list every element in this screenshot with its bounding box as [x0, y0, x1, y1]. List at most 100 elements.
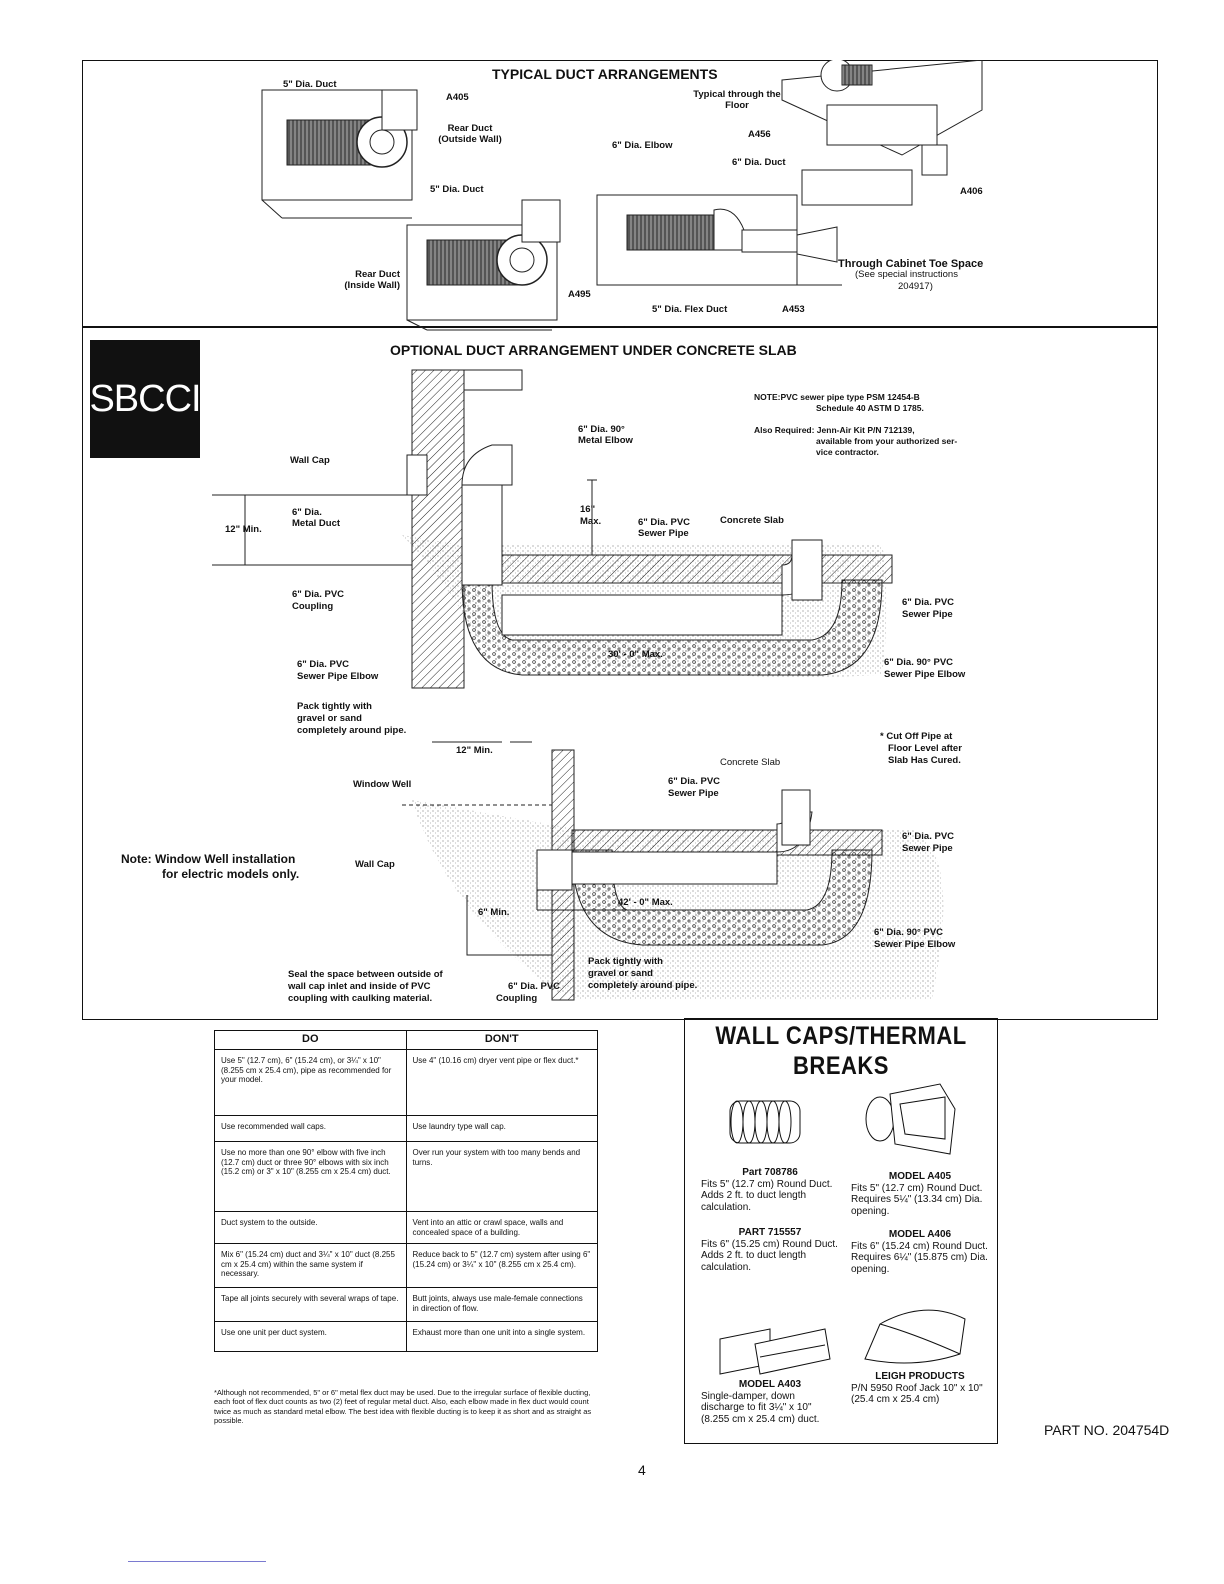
flex-duct-footnote: *Although not recommended, 5" or 6" meta… [214, 1388, 592, 1426]
table-row: Use recommended wall caps. Use laundry t… [214, 1115, 598, 1142]
wall-cap-name: MODEL A403 [738, 1379, 802, 1390]
sbcci-tab: SBCCI [89, 340, 202, 458]
well-window: Window Well [353, 779, 412, 790]
well-note-2: for electric models only. [162, 867, 300, 881]
thermal-break-5-icon [729, 1100, 801, 1144]
slab-wall-cap: Wall Cap [290, 455, 330, 466]
slab-max16-1: 16" [580, 504, 596, 515]
label-a453: A453 [782, 304, 805, 315]
table-row: Use no more than one 90° elbow with five… [214, 1141, 598, 1212]
well-coupling-2: Coupling [496, 993, 538, 1004]
wall-cap-name: PART 715557 [738, 1227, 802, 1238]
label-a456: A456 [748, 129, 771, 140]
wall-cap-desc: P/N 5950 Roof Jack 10" x 10" (25.4 cm x … [851, 1382, 983, 1406]
label-toe-space: Through Cabinet Toe Space [838, 258, 984, 270]
label-rear-inside: Rear Duct (Inside Wall) [344, 269, 400, 291]
wall-cap-a405-icon [865, 1083, 956, 1155]
slab-elbow-left-2: Sewer Pipe Elbow [297, 671, 379, 682]
range-rear-outside [261, 89, 418, 219]
label-toe-number: 204917) [898, 281, 933, 292]
slab-also-2: available from your authorized ser- [816, 436, 958, 446]
label-toe-instructions: (See special instructions [855, 269, 958, 280]
duct-diagrams [212, 60, 983, 1001]
wall-cap-item: MODEL A405 Fits 5" (12.7 cm) Round Duct.… [851, 1171, 989, 1217]
do-header: DO [214, 1030, 407, 1050]
label-rear-outside: Rear Duct (Outside Wall) [438, 123, 502, 145]
slab-metal-duct-1: 6" Dia. [292, 507, 322, 518]
wall-cap-desc: Fits 5" (12.7 cm) Round Duct. Requires 5… [851, 1182, 983, 1217]
range-toe-space [596, 194, 842, 286]
slab-cut-2: Floor Level after [888, 743, 962, 754]
wall-cap-item: PART 715557 Fits 6" (15.25 cm) Round Duc… [701, 1227, 839, 1273]
table-row: Tape all joints securely with several wr… [214, 1287, 598, 1323]
typical-title: TYPICAL DUCT ARRANGEMENTS [492, 66, 718, 82]
part-number: PART NO. 204754D [1044, 1422, 1170, 1438]
well-min6: 6" Min. [478, 907, 510, 918]
slab-pack-1: Pack tightly with [297, 701, 372, 712]
table-row: Mix 6" (15.24 cm) duct and 3¼" x 10" duc… [214, 1243, 598, 1289]
well-max42: 42' - 0" Max. [618, 897, 673, 908]
well-concrete: Concrete Slab [720, 757, 781, 768]
do-cell: Duct system to the outside. [214, 1210, 407, 1245]
slab-right-sewer-1: 6" Dia. PVC [902, 597, 955, 608]
slab-note-2: Schedule 40 ASTM D 1785. [816, 403, 924, 413]
slab-right-sewer-2: Sewer Pipe [902, 609, 953, 620]
wall-cap-desc: Fits 6" (15.24 cm) Round Duct. Requires … [851, 1240, 988, 1275]
well-right-sewer-1: 6" Dia. PVC [902, 831, 955, 842]
do-cell: Use recommended wall caps. [214, 1115, 407, 1142]
slab-coupling-2: Coupling [292, 601, 334, 612]
dont-cell: Use 4" (10.16 cm) dryer vent pipe or fle… [405, 1049, 598, 1116]
slab-pack-2: gravel or sand [297, 713, 362, 724]
table-row: Duct system to the outside. Vent into an… [214, 1210, 598, 1245]
slab-elbow90-2: Metal Elbow [578, 435, 633, 446]
diagram-frame [82, 60, 1158, 1020]
well-wall-cap: Wall Cap [355, 859, 395, 870]
well-sewer-1: 6" Dia. PVC [668, 776, 721, 787]
slab-elbow-left-1: 6" Dia. PVC [297, 659, 350, 670]
label-duct6: 6" Dia. Duct [732, 157, 786, 168]
wall-cap-name: MODEL A405 [888, 1171, 952, 1182]
wall-cap-desc: Fits 6" (15.25 cm) Round Duct. Adds 2 ft… [701, 1238, 838, 1273]
wall-cap-item: MODEL A403 Single-damper, down discharge… [701, 1379, 839, 1425]
dont-cell: Exhaust more than one unit into a single… [405, 1321, 598, 1353]
dont-cell: Reduce back to 5" (12.7 cm) system after… [405, 1243, 598, 1289]
range-through-floor [781, 60, 983, 206]
well-elbow-1: 6" Dia. 90° PVC [874, 927, 944, 938]
do-dont-header-row: DO DON'T [214, 1030, 598, 1050]
wall-cap-name: Part 708786 [742, 1167, 798, 1178]
wall-cap-name: MODEL A406 [888, 1229, 952, 1240]
well-elbow-2: Sewer Pipe Elbow [874, 939, 956, 950]
range-rear-inside [406, 199, 561, 331]
slab-cut-3: Slab Has Cured. [888, 755, 961, 766]
wall-cap-a403-icon [719, 1328, 831, 1375]
bottom-rule [128, 1561, 266, 1562]
well-note-1: Note: Window Well installation [121, 852, 296, 866]
wall-cap-item: MODEL A406 Fits 6" (15.24 cm) Round Duct… [851, 1229, 989, 1275]
do-cell: Use one unit per duct system. [214, 1321, 407, 1353]
slab-max30: 30' - 0" Max. [608, 649, 663, 660]
wall-cap-item: Part 708786 Fits 5" (12.7 cm) Round Duct… [701, 1167, 839, 1213]
label-duct5-a: 5" Dia. Duct [283, 79, 337, 90]
roof-jack-icon [864, 1309, 966, 1364]
well-pack-1: Pack tightly with [588, 956, 663, 967]
wall-caps-box: WALL CAPS/THERMAL BREAKS Part 708786 Fit… [684, 1018, 998, 1444]
slab-diagram-2 [402, 741, 944, 1001]
dont-cell: Over run your system with too many bends… [405, 1141, 598, 1212]
page-number: 4 [638, 1462, 646, 1478]
do-cell: Mix 6" (15.24 cm) duct and 3¼" x 10" duc… [214, 1243, 407, 1289]
well-seal-2: wall cap inlet and inside of PVC [288, 981, 431, 992]
label-through-floor: Typical through the Floor [693, 89, 781, 111]
slab-concrete: Concrete Slab [720, 515, 784, 526]
dont-cell: Vent into an attic or crawl space, walls… [405, 1210, 598, 1245]
well-sewer-2: Sewer Pipe [668, 788, 719, 799]
slab-min12: 12" Min. [225, 524, 262, 535]
slab-also-1: Also Required: Jenn-Air Kit P/N 712139, [754, 425, 915, 435]
well-pack-2: gravel or sand [588, 968, 653, 979]
do-dont-table: DO DON'T Use 5" (12.7 cm), 6" (15.24 cm)… [214, 1030, 598, 1353]
slab-pack-3: completely around pipe. [297, 725, 407, 736]
dont-cell: Butt joints, always use male-female conn… [405, 1287, 598, 1323]
dont-cell: Use laundry type wall cap. [405, 1115, 598, 1142]
label-flex5: 5" Dia. Flex Duct [652, 304, 728, 315]
table-row: Use 5" (12.7 cm), 6" (15.24 cm), or 3¼" … [214, 1049, 598, 1116]
slab-cut-1: * Cut Off Pipe at [880, 731, 953, 742]
